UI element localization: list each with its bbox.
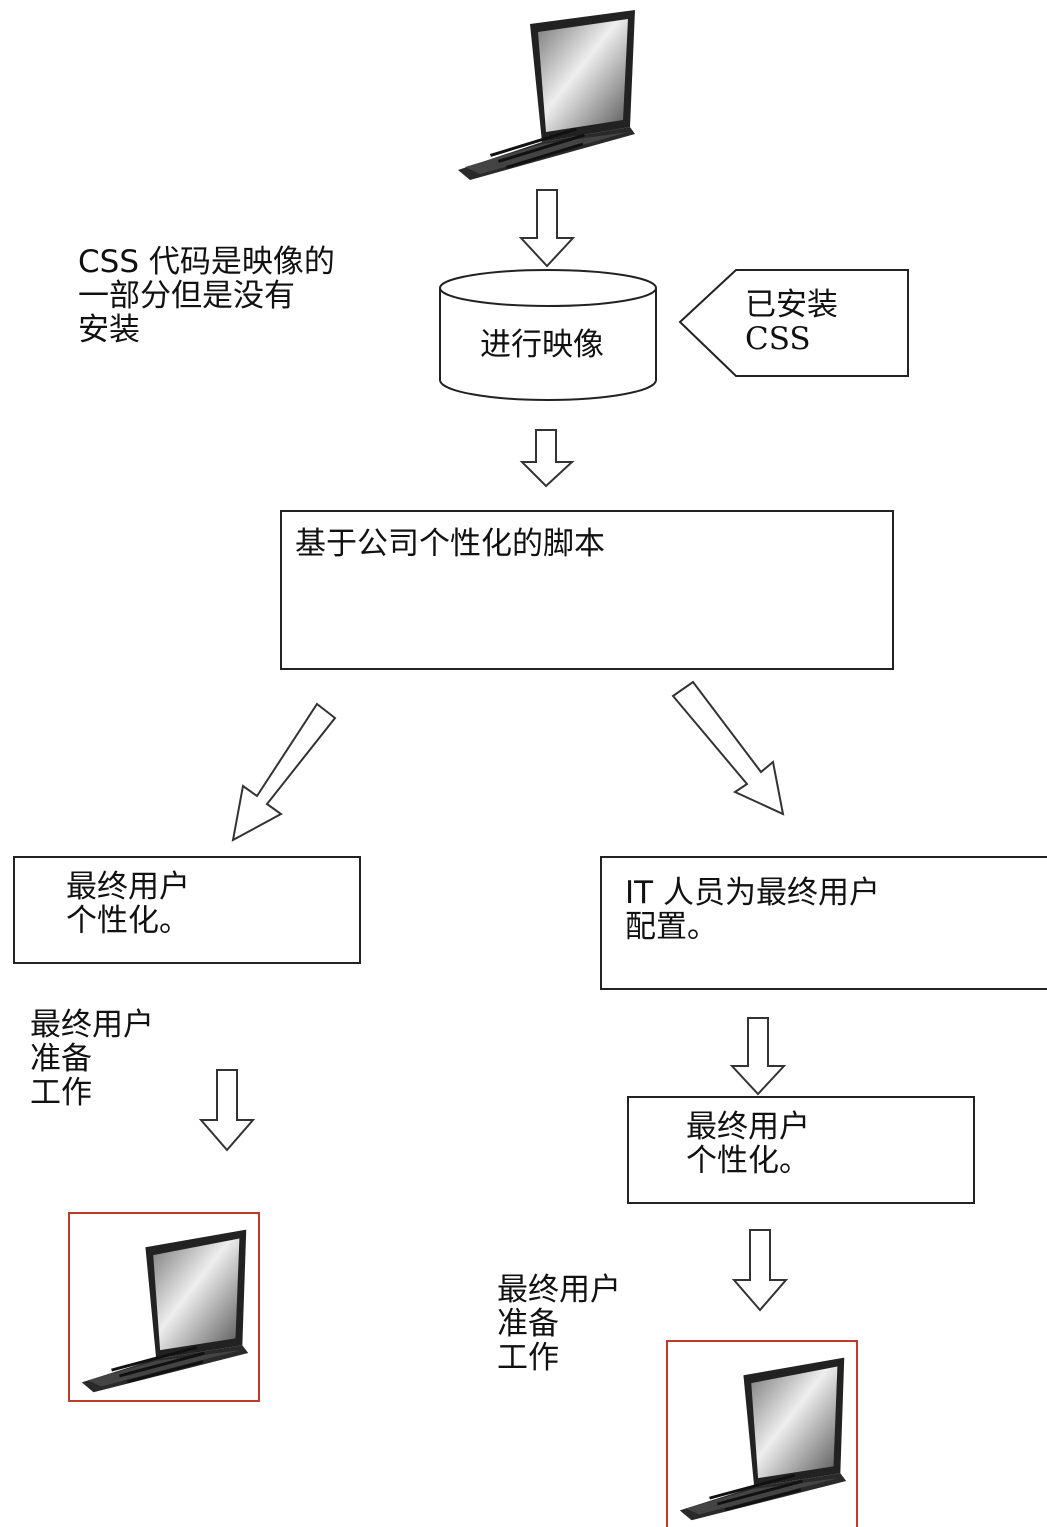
left-laptop-icon — [81, 1229, 249, 1393]
css-note-text: CSS 代码是映像的 一部分但是没有 安装 — [78, 244, 335, 348]
right-ready-label: 最终用户 准备 工作 — [497, 1272, 621, 1376]
right-personalize-label: 最终用户 个性化。 — [686, 1109, 810, 1179]
right-laptop-frame — [666, 1340, 858, 1527]
arrow-down-right-1 — [729, 1017, 787, 1096]
it-config-box — [600, 856, 1047, 990]
imaging-cylinder — [439, 269, 657, 401]
script-box — [280, 510, 894, 670]
left-personalize-box — [13, 856, 361, 964]
source-laptop-icon — [450, 2, 640, 182]
installed-css-callout — [678, 269, 909, 377]
arrow-diagonal-right — [671, 680, 785, 816]
left-ready-label: 最终用户 准备 工作 — [30, 1007, 154, 1111]
installed-css-label: 已安装 CSS — [745, 287, 838, 357]
arrow-down-2 — [519, 429, 575, 488]
script-box-label: 基于公司个性化的脚本 — [295, 526, 605, 562]
arrow-down-left — [198, 1069, 256, 1152]
imaging-label: 进行映像 — [480, 327, 604, 363]
arrow-down-1 — [518, 189, 576, 268]
right-personalize-box — [627, 1096, 975, 1204]
left-laptop-frame — [68, 1212, 260, 1402]
right-laptop-icon — [679, 1357, 847, 1521]
arrow-down-right-2 — [731, 1229, 789, 1312]
left-personalize-label: 最终用户 个性化。 — [66, 869, 190, 939]
it-config-label: IT 人员为最终用户配置。 — [625, 875, 880, 945]
arrow-diagonal-left — [231, 702, 337, 842]
